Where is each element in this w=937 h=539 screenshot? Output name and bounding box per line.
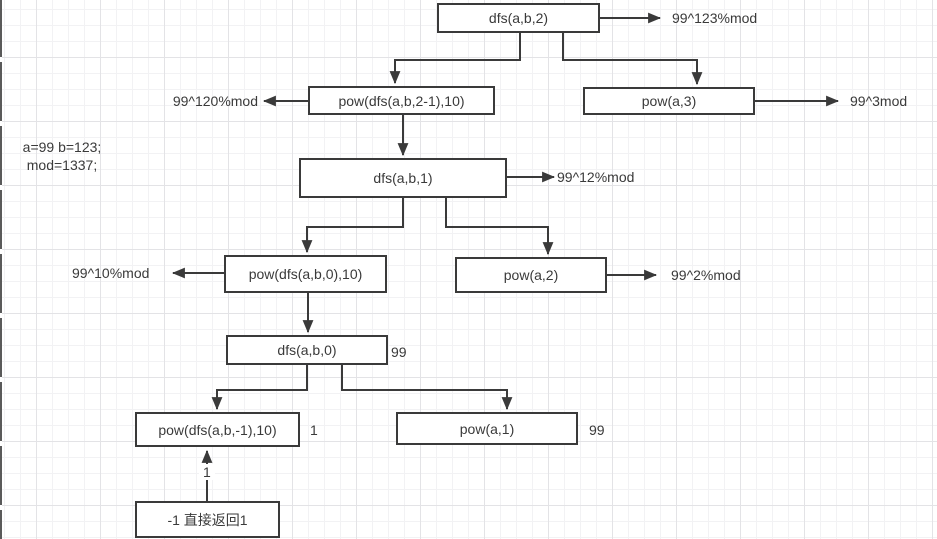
variables-note-line1: a=99 b=123; [22,139,102,155]
node-pow-dfs-2-1-label: pow(dfs(a,b,2-1),10) [338,92,465,109]
value-label-pow-a-1[interactable]: 99 [589,422,605,438]
node-pow-dfs-2-1[interactable]: pow(dfs(a,b,2-1),10) [308,86,495,115]
connector-dfs1-to-powa2 [445,198,554,256]
node-pow-a-2-label: pow(a,2) [503,267,559,283]
connector-dfs0-to-powa1 [341,365,513,411]
node-pow-dfs-0[interactable]: pow(dfs(a,b,0),10) [224,255,387,293]
connector-dfs0-to-powdfsm1 [211,365,308,411]
node-return-1-label: -1 直接返回1 [167,511,248,528]
result-label-99-3-mod[interactable]: 99^3mod [850,93,908,109]
connector-dfs2-to-powdfs21 [389,33,521,85]
result-label-99-10-mod[interactable]: 99^10%mod [72,265,150,281]
node-dfs-a-b-1-label: dfs(a,b,1) [373,170,433,186]
node-pow-dfs-0-label: pow(dfs(a,b,0),10) [248,266,363,282]
result-label-99-2-mod[interactable]: 99^2%mod [671,267,741,283]
variables-note[interactable]: a=99 b=123; mod=1337; [12,138,112,174]
node-pow-a-3[interactable]: pow(a,3) [583,87,755,115]
result-label-99-123-mod[interactable]: 99^123%mod [672,10,758,26]
connector-dfs1-to-powdfs0 [301,198,404,254]
value-label-dfs0[interactable]: 99 [391,344,407,360]
value-label-return-edge[interactable]: 1 [199,464,215,480]
node-pow-dfs-minus1-label: pow(dfs(a,b,-1),10) [158,421,277,438]
node-dfs-a-b-1[interactable]: dfs(a,b,1) [299,158,507,198]
node-dfs-a-b-2[interactable]: dfs(a,b,2) [437,3,600,33]
node-dfs-a-b-0-label: dfs(a,b,0) [277,342,337,358]
connector-dfs2-to-powa3 [562,33,703,86]
canvas-left-edge [0,0,2,539]
node-return-1[interactable]: -1 直接返回1 [135,501,280,538]
node-pow-dfs-minus1[interactable]: pow(dfs(a,b,-1),10) [135,412,300,447]
node-pow-a-2[interactable]: pow(a,2) [455,257,607,293]
node-dfs-a-b-2-label: dfs(a,b,2) [488,10,549,26]
result-label-99-12-mod[interactable]: 99^12%mod [557,169,635,185]
node-pow-a-3-label: pow(a,3) [641,93,697,109]
result-label-99-120-mod[interactable]: 99^120%mod [172,93,258,109]
variables-note-line2: mod=1337; [26,157,98,173]
node-pow-a-1-label: pow(a,1) [459,420,515,437]
node-dfs-a-b-0[interactable]: dfs(a,b,0) [226,335,388,365]
node-pow-a-1[interactable]: pow(a,1) [396,412,578,445]
value-label-pow-dfs-minus1[interactable]: 1 [310,422,318,438]
